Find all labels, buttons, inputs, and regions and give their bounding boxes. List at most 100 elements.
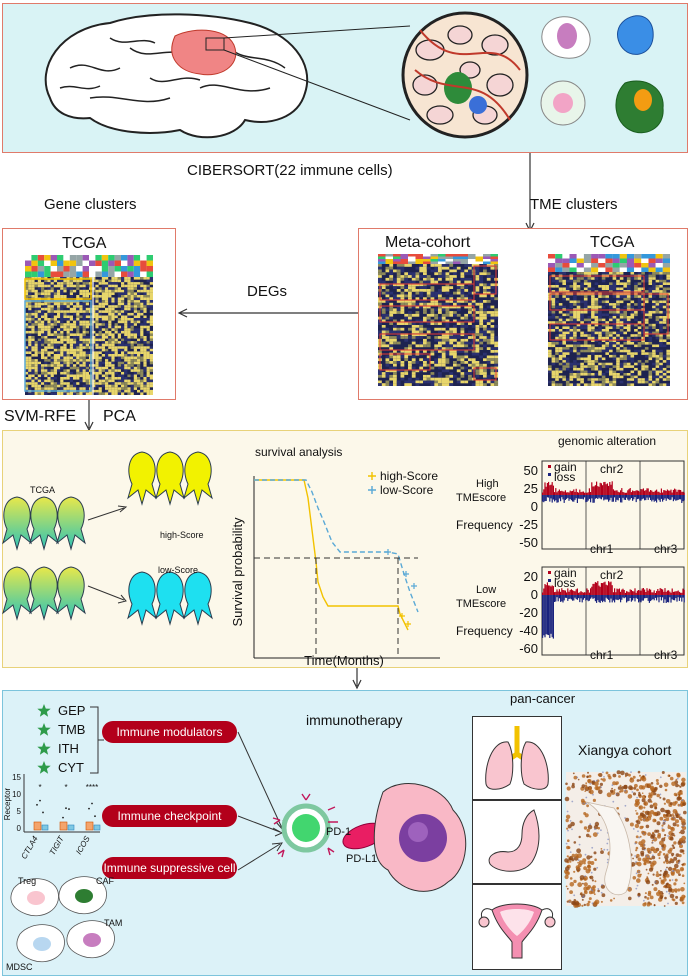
censor-mark — [411, 583, 417, 589]
heatmap-cell — [408, 302, 412, 306]
gain-bar — [656, 591, 658, 595]
heatmap-cell — [124, 310, 128, 313]
heatmap-cell — [583, 349, 588, 353]
annotation-cell — [393, 261, 401, 264]
gain-bar — [546, 483, 548, 495]
heatmap-cell — [50, 377, 54, 380]
heatmap-cell — [594, 282, 599, 285]
heatmap-cell — [423, 333, 427, 337]
heatmap-cell — [121, 392, 125, 395]
heatmap-cell — [548, 349, 552, 353]
heatmap-cell — [565, 347, 570, 350]
heatmap-cell — [637, 370, 642, 374]
heatmap-cell — [408, 344, 412, 348]
heatmap-cell — [41, 333, 45, 336]
heatmap-cell — [44, 392, 48, 395]
annotation-cell — [483, 256, 491, 259]
annotation-cell — [591, 258, 599, 263]
heatmap-cell — [475, 272, 480, 276]
heatmap-cell — [149, 279, 153, 283]
heatmap-cell — [641, 352, 645, 355]
stain-dot — [672, 814, 675, 818]
heatmap-cell — [569, 318, 574, 322]
stain-dot — [669, 836, 674, 841]
heatmap-cell — [44, 312, 48, 316]
loss-bar — [599, 495, 601, 499]
heatmap-cell — [121, 364, 125, 367]
heatmap-cell — [393, 361, 397, 364]
heatmap-cell — [28, 289, 32, 293]
heatmap-cell — [619, 295, 624, 298]
heatmap-cell — [601, 383, 606, 386]
heatmap-cell — [598, 318, 602, 322]
heatmap-cell — [616, 305, 620, 309]
outlier-point — [42, 811, 44, 814]
heatmap-cell — [583, 365, 588, 368]
gain-bar — [616, 588, 618, 595]
heatmap-cell — [114, 351, 118, 354]
heatmap-cell — [464, 269, 469, 273]
heatmap-cell — [108, 318, 112, 321]
stain-dot — [659, 873, 662, 877]
stain-dot — [612, 781, 617, 786]
heatmap-cell — [555, 277, 559, 280]
heatmap-cell — [438, 366, 442, 370]
heatmap-cell — [95, 305, 99, 308]
heatmap-cell — [490, 327, 495, 331]
heatmap-cell — [47, 312, 51, 316]
annotation-cell — [626, 263, 635, 268]
loss-bar — [544, 595, 546, 638]
stain-dot — [582, 858, 587, 863]
heatmap-cell — [562, 282, 566, 285]
heatmap-cell — [92, 356, 96, 360]
heatmap-cell — [460, 297, 465, 301]
heatmap-cell — [127, 366, 131, 370]
heatmap-cell — [393, 330, 397, 334]
heatmap-cell — [415, 266, 420, 270]
heatmap-cell — [464, 355, 469, 359]
heatmap-cell — [25, 382, 29, 385]
heatmap-cell — [587, 272, 592, 275]
heatmap-cell — [130, 384, 134, 388]
heatmap-cell — [573, 279, 577, 283]
stain-dot — [641, 825, 644, 829]
heatmap-cell — [111, 389, 115, 393]
stain-dot — [644, 795, 647, 798]
heatmap-cell — [634, 352, 638, 355]
heatmap-cell — [400, 377, 405, 381]
heatmap-cell — [637, 344, 642, 348]
heatmap-cell — [438, 266, 442, 270]
gain-bar — [602, 583, 604, 595]
heatmap-cell — [385, 294, 390, 298]
gain-bar — [594, 485, 596, 495]
heatmap-cell — [449, 297, 454, 301]
annotation-cell — [634, 263, 642, 268]
heatmap-cell — [73, 366, 77, 370]
gain-bar — [574, 591, 576, 595]
heatmap-cell — [140, 295, 144, 298]
heatmap-cell — [111, 369, 115, 372]
heatmap-cell — [573, 303, 577, 306]
heatmap-cell — [558, 354, 563, 358]
box-low — [67, 824, 75, 831]
heatmap-cell — [490, 291, 495, 295]
heatmap-cell — [411, 294, 416, 298]
heatmap-cell — [605, 287, 609, 291]
heatmap-cell — [92, 371, 96, 375]
heatmap-cell — [445, 291, 450, 295]
heatmap-cell — [626, 383, 631, 386]
heatmap-cell — [479, 272, 484, 276]
heatmap-cell — [117, 379, 121, 383]
heatmap-cell — [558, 370, 563, 374]
stain-dot — [670, 827, 675, 832]
loss-bar — [552, 595, 554, 639]
gain-bar — [633, 491, 635, 495]
heatmap-cell — [79, 343, 83, 347]
heatmap-cell — [594, 305, 599, 309]
heatmap-cell — [98, 328, 102, 331]
nucleus-dot — [652, 854, 654, 857]
heatmap-cell — [609, 342, 613, 345]
heatmap-cell — [111, 333, 115, 336]
heatmap-cell — [130, 351, 134, 354]
heatmap-cell — [594, 272, 599, 275]
